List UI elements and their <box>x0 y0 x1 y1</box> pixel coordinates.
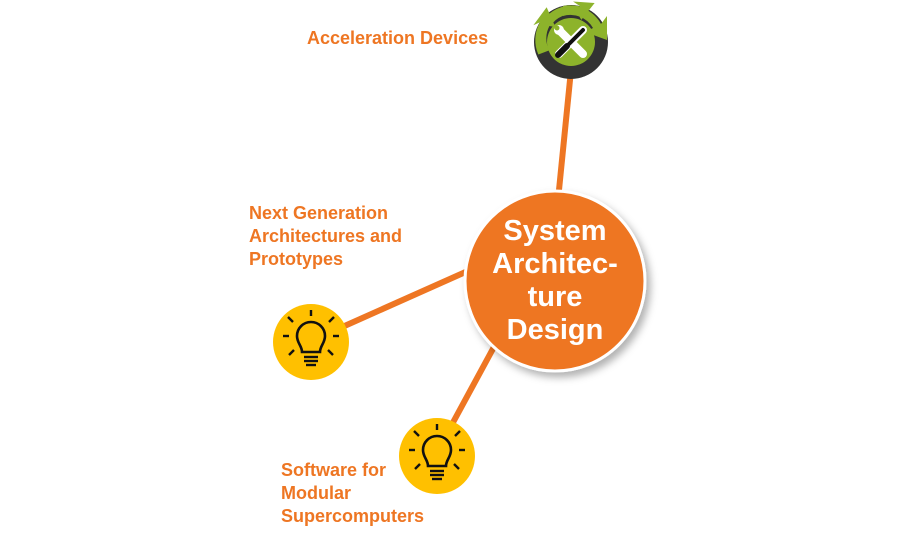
tools-cycle-icon <box>533 1 608 79</box>
connector-acceleration <box>555 69 574 201</box>
connectors <box>338 69 574 430</box>
label-line: Modular <box>281 483 351 503</box>
label-line: Next Generation <box>249 203 389 223</box>
label-line: Architectures and <box>249 226 403 246</box>
label-acceleration-devices: Acceleration Devices <box>307 28 489 48</box>
connector-software <box>447 343 498 430</box>
center-circle <box>463 189 647 373</box>
label-line: Software for <box>281 460 387 480</box>
center-line: System <box>503 215 607 247</box>
center-line: Architec- <box>492 248 618 280</box>
center-title: System Architec- ture Design <box>465 196 645 366</box>
label-next-generation: Next Generation Architectures and Protot… <box>249 202 402 271</box>
center-line: Design <box>506 314 604 346</box>
lightbulb-icon-next-gen <box>273 304 349 380</box>
lightbulb-icon-software <box>399 418 475 494</box>
center-line: ture <box>527 281 583 313</box>
label-line: Prototypes <box>249 249 344 269</box>
label-software-modular: Software for Modular Supercomputers <box>281 459 424 528</box>
label-line: Supercomputers <box>281 506 425 526</box>
connector-next-gen <box>338 267 472 331</box>
